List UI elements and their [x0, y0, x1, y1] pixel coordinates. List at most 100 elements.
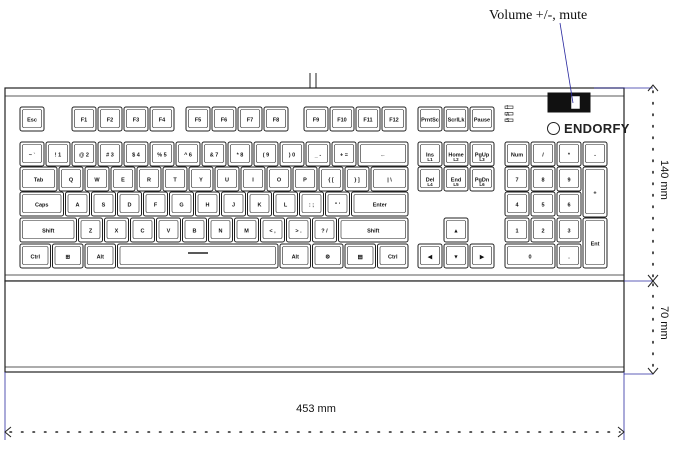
tab-3-keycap: [113, 169, 133, 188]
numpad-8-keycap: [507, 194, 527, 213]
arrow-top: [647, 84, 659, 92]
fn-6-key: [211, 106, 237, 132]
caps-12-key: [351, 191, 409, 217]
shift-0-key: [19, 217, 77, 243]
caps-12-keycap: [353, 194, 406, 213]
wristrest-body: [4, 280, 625, 373]
num-8-keycap: [230, 144, 250, 163]
shift-9-keycap: [288, 220, 309, 239]
shift-5-keycap: [184, 220, 205, 239]
shift-0-label: Shift: [42, 228, 54, 234]
nav-5-key: [469, 166, 495, 192]
tab-5-key: [162, 166, 188, 192]
fn-1-key: [71, 106, 97, 132]
led-indicator-0: [504, 105, 514, 109]
numpad-11-label: 1: [515, 228, 518, 234]
caps-12-label: Enter: [373, 202, 388, 208]
arrow-down-key: [443, 243, 469, 269]
numpad-2-label: *: [568, 152, 571, 158]
nav-3-label: Del: [426, 177, 435, 183]
nav-2-keycap: [472, 144, 492, 163]
num-9-label: ( 9: [263, 152, 269, 158]
caps-7-keycap: [223, 194, 244, 213]
num-4-keycap: [126, 144, 146, 163]
numpad-7-keycap: [585, 169, 605, 214]
nav-1-keycap: [446, 144, 466, 163]
num-8-label: * 8: [237, 152, 244, 158]
num-2-keycap: [74, 144, 94, 163]
tab-12-keycap: [347, 169, 367, 188]
nav-5-keycap: [472, 169, 492, 188]
caps-6-key: [195, 191, 220, 217]
numpad-6-keycap: [559, 169, 579, 188]
numpad-4-key: [504, 166, 530, 192]
media-wheel-highlight: [570, 95, 581, 110]
caps-4-key: [143, 191, 168, 217]
numpad-3-key: [582, 141, 608, 167]
num-4-label: $ 4: [132, 152, 141, 158]
shift-6-key: [208, 217, 233, 243]
tab-1-key: [58, 166, 84, 192]
arrow-left-label: ◀: [427, 253, 433, 260]
fn-0-label: Esc: [27, 117, 37, 123]
fn-1-keycap: [74, 109, 94, 128]
caps-11-label: " ': [335, 202, 341, 208]
nav-0-keycap: [420, 144, 440, 163]
caps-8-keycap: [249, 194, 270, 213]
shift-3-keycap: [132, 220, 153, 239]
num-11-keycap: [308, 144, 328, 163]
tab-0-keycap: [22, 169, 55, 188]
numpad-4-label: 7: [515, 177, 518, 183]
numpad-14-label: Ent: [591, 241, 600, 247]
num-7-label: & 7: [210, 152, 219, 158]
bottom-7-label: Ctrl: [388, 254, 398, 260]
fn-11-key: [355, 106, 381, 132]
num-10-keycap: [282, 144, 302, 163]
num-9-keycap: [256, 144, 276, 163]
fn-7-keycap: [240, 109, 260, 128]
bottom-2-key: [84, 243, 116, 269]
tab-8-keycap: [243, 169, 263, 188]
numpad-13-label: 3: [567, 228, 570, 234]
caps-7-label: J: [232, 202, 235, 208]
shift-3-key: [130, 217, 155, 243]
num-7-keycap: [204, 144, 224, 163]
shift-1-label: Z: [89, 228, 93, 234]
shift-10-key: [312, 217, 337, 243]
nav-1-key: [443, 141, 469, 167]
tab-13-keycap: [373, 169, 406, 188]
arrow-left-keycap: [420, 246, 440, 265]
numpad-15-label: 0: [528, 254, 531, 260]
nav-sub-3: L4: [427, 182, 433, 187]
bottom-0-keycap: [22, 246, 49, 265]
tab-11-key: [318, 166, 344, 192]
bottom-6-label: ▤: [358, 254, 364, 260]
numpad-13-key: [556, 217, 582, 243]
num-6-key: [175, 141, 201, 167]
caps-3-keycap: [119, 194, 140, 213]
fn-5-label: F5: [195, 117, 201, 123]
fn-2-label: F2: [107, 117, 113, 123]
fn-4-label: F4: [159, 117, 166, 123]
keyboard-height-label: 140 mm: [658, 160, 670, 200]
numpad-14-keycap: [585, 220, 605, 265]
bottom-2-label: Alt: [97, 254, 105, 260]
fn-2-key: [97, 106, 123, 132]
bottom-2-keycap: [87, 246, 114, 265]
num-5-keycap: [152, 144, 172, 163]
width-dimension-label: 453 mm: [296, 403, 336, 415]
tab-0-label: Tab: [34, 177, 44, 183]
numpad-1-key: [530, 141, 556, 167]
tab-9-key: [266, 166, 292, 192]
tab-7-key: [214, 166, 240, 192]
num-13-label: ←: [380, 152, 386, 158]
fn-10-keycap: [332, 109, 352, 128]
arrow-down-label: ▼: [453, 254, 458, 260]
bottom-3-key: [117, 243, 279, 269]
arrow-up-label: ▲: [453, 228, 458, 234]
nav-4-key: [443, 166, 469, 192]
fn-7-label: F7: [247, 117, 253, 123]
tab-2-label: W: [94, 177, 100, 183]
nav-4-label: End: [451, 177, 461, 183]
